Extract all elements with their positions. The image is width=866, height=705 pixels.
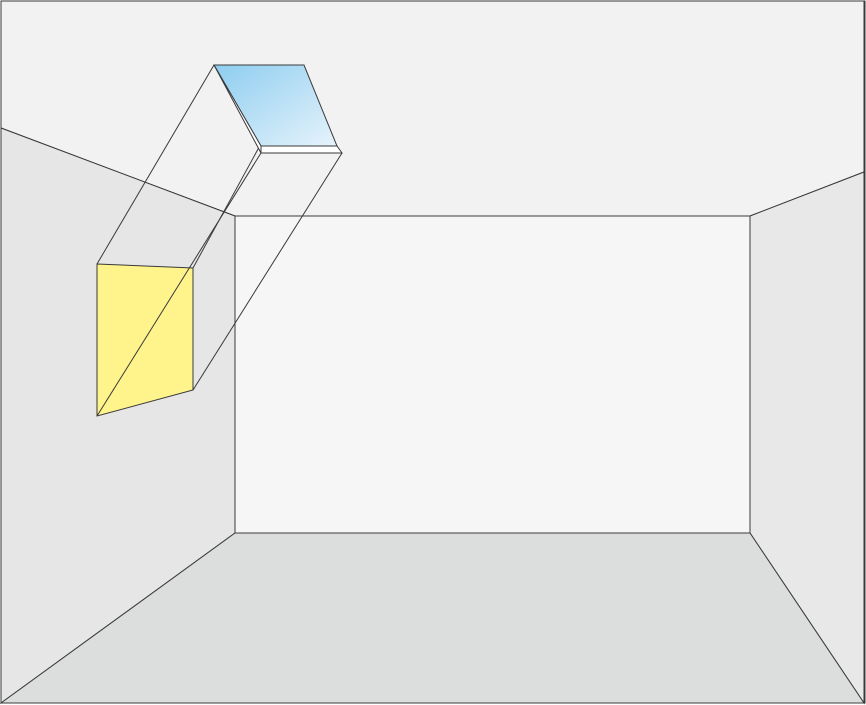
skylight bbox=[213, 64, 343, 154]
skylight-frame-bottom bbox=[260, 145, 343, 154]
back-wall bbox=[234, 215, 751, 534]
